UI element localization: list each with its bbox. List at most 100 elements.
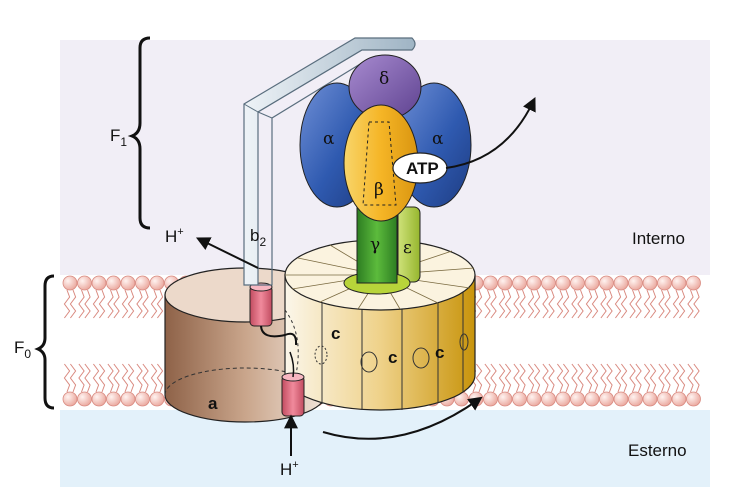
lipid-tail: [156, 363, 164, 393]
lipid-tail: [664, 363, 671, 393]
lipid-tail: [475, 289, 483, 319]
outside-region: [60, 410, 710, 487]
lipid-head: [584, 275, 600, 291]
lipid-head: [555, 391, 571, 407]
rotation-arrow: [322, 396, 483, 440]
lipid-head: [570, 275, 585, 291]
lipid-tail: [127, 289, 135, 319]
lipid-tail: [150, 289, 158, 319]
lipid-head: [541, 275, 556, 291]
a-subunit-label: a: [208, 394, 218, 413]
lipid-tail: [635, 289, 642, 319]
lipid-head: [613, 391, 629, 407]
c-label-2: c: [388, 348, 397, 367]
atp-label: ATP: [406, 159, 439, 178]
lipid-head: [555, 275, 571, 291]
lipid-tail: [113, 363, 120, 393]
lipid-tail: [687, 289, 694, 319]
b2-label: b2: [250, 226, 266, 249]
lipid-head: [671, 275, 687, 291]
lipid-tail: [136, 363, 143, 393]
b2-stalk: [243, 37, 416, 286]
lipid-tail: [606, 289, 613, 319]
lipid-tail: [156, 289, 164, 319]
lipid-tail: [658, 289, 665, 319]
lipid-tail: [548, 363, 555, 393]
lipid-tail: [629, 289, 636, 319]
lipid-tail: [649, 289, 657, 319]
lipid-head: [570, 391, 585, 407]
proton-channel-top: [249, 282, 273, 327]
lipid-tail: [519, 363, 526, 393]
lipid-tail: [591, 289, 599, 319]
esterno-label: Esterno: [628, 441, 687, 460]
lipid-tail: [490, 363, 497, 393]
lipid-tail: [585, 363, 593, 393]
lipid-head: [584, 391, 600, 407]
lipid-head: [135, 275, 150, 291]
lipid-tail: [98, 363, 106, 393]
lipid-tail: [519, 289, 526, 319]
lipid-tail: [84, 289, 91, 319]
lipid-tail: [142, 363, 149, 393]
lipid-tail: [92, 363, 100, 393]
lipid-tail: [600, 289, 607, 319]
lipid-head: [686, 275, 701, 291]
lipid-tail: [150, 363, 158, 393]
alpha-right-label: α: [432, 129, 444, 149]
lipid-tail: [614, 363, 622, 393]
lipid-tail: [98, 289, 106, 319]
lipid-tail: [678, 289, 686, 319]
lipid-tail: [577, 363, 584, 393]
lipid-tail: [533, 289, 541, 319]
lipid-tail: [484, 289, 491, 319]
lipid-head: [77, 391, 92, 407]
lipid-tail: [620, 289, 628, 319]
lipid-tail: [475, 363, 483, 393]
lipid-tail: [693, 289, 700, 319]
lipid-head: [77, 275, 92, 291]
lipid-tail: [498, 289, 506, 319]
lipid-head: [657, 275, 672, 291]
lipid-head: [497, 391, 513, 407]
lipid-tail: [527, 363, 535, 393]
lipid-head: [135, 391, 150, 407]
f0-label: F0: [14, 338, 31, 361]
lipid-tail: [664, 289, 671, 319]
lipid-tail: [571, 363, 578, 393]
beta-label: β: [374, 180, 384, 200]
gamma-label: γ: [370, 235, 380, 255]
lipid-tail: [672, 289, 680, 319]
lipid-head: [628, 275, 643, 291]
lipid-tail: [672, 363, 680, 393]
lipid-head: [671, 391, 687, 407]
lipid-head: [91, 275, 107, 291]
lipid-tail: [69, 363, 77, 393]
f1-label: F1: [110, 126, 127, 149]
lipid-tail: [504, 289, 512, 319]
lipid-head: [642, 275, 658, 291]
delta-label: δ: [379, 69, 389, 89]
lipid-head: [149, 275, 165, 291]
lipid-tail: [78, 289, 85, 319]
lipid-head: [120, 391, 136, 407]
lipid-tail: [513, 363, 520, 393]
lipid-tail: [484, 363, 491, 393]
lipid-head: [599, 275, 614, 291]
lipid-head: [613, 275, 629, 291]
lipid-tail: [658, 363, 665, 393]
lipid-head: [657, 391, 672, 407]
lipid-head: [106, 275, 121, 291]
lipid-head: [483, 275, 498, 291]
lipid-tail: [498, 363, 506, 393]
lipid-head: [62, 275, 78, 291]
lipid-tail: [527, 289, 535, 319]
lipid-tail: [643, 289, 651, 319]
lipid-tail: [542, 363, 549, 393]
interno-label: Interno: [632, 229, 685, 248]
beta-inner-outline: [362, 121, 397, 206]
lipid-head: [483, 391, 498, 407]
lipid-tail: [113, 289, 120, 319]
lipid-tail: [693, 363, 700, 393]
